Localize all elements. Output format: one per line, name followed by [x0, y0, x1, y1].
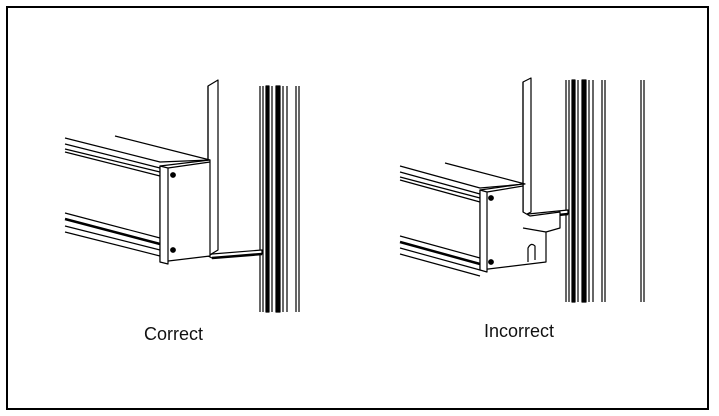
correct-end-plate [159, 159, 211, 265]
incorrect-upright-post [522, 77, 569, 220]
incorrect-end-plate [479, 183, 561, 273]
caption-correct: Correct [144, 324, 204, 344]
caption-incorrect: Incorrect [484, 321, 555, 341]
incorrect-vertical-rails [565, 79, 645, 303]
correct-vertical-rails [259, 85, 300, 313]
correct-horizontal-beam [64, 135, 211, 257]
diagram-frame [6, 6, 709, 410]
incorrect-horizontal-beam [399, 162, 526, 277]
